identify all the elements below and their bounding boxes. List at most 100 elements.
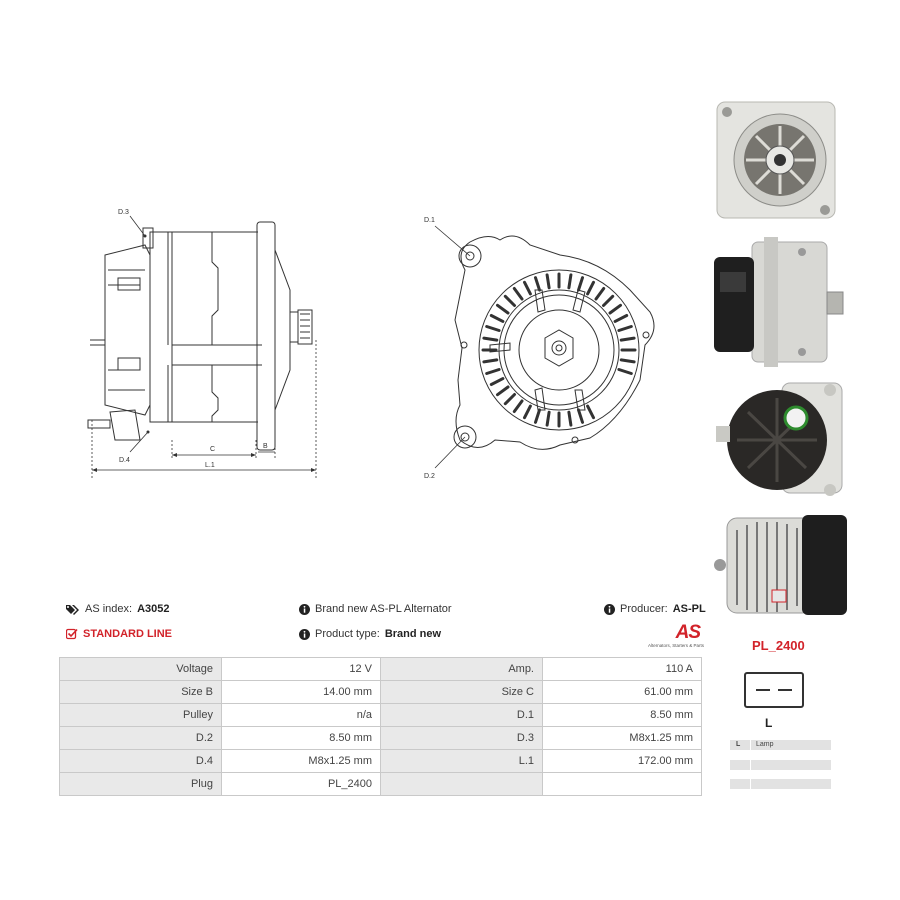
vent-slot [523, 404, 532, 420]
description-text: Brand new AS-PL Alternator [315, 603, 452, 615]
spec-value: 8.50 mm [542, 703, 702, 727]
product-type-value: Brand new [384, 628, 442, 640]
plug-title: PL_2400 [752, 638, 805, 653]
plug-pin-row [730, 760, 831, 770]
label-d4: D.4 [119, 457, 130, 464]
front-view-drawing: D.1 D.2 [424, 217, 655, 480]
spec-key: D.3 [380, 726, 543, 750]
spec-value: 12 V [221, 657, 381, 681]
side-view-photo [714, 237, 844, 367]
vent-slot [617, 368, 633, 375]
vent-slot [586, 280, 595, 296]
rear-view-photo [716, 382, 843, 496]
info-icon [604, 603, 615, 615]
pin-divider [750, 740, 751, 750]
spec-key: Amp. [380, 657, 543, 681]
plug-pin-icon [756, 689, 770, 691]
as-index-value: A3052 [137, 603, 170, 615]
checkbox-icon [66, 628, 78, 640]
label-d2: D.2 [424, 473, 435, 480]
vent-slot [523, 280, 532, 296]
product-type-label: Product type: [315, 628, 380, 640]
vent-slot [496, 303, 510, 315]
vent-slot [503, 294, 516, 307]
vent-slot [617, 325, 633, 332]
spec-key [380, 772, 543, 796]
plug-terminal-label: L [765, 716, 773, 730]
side-view-drawing: D.3 D.4 C B L.1 [87, 209, 317, 478]
info-icon [299, 603, 310, 615]
tags-icon [66, 604, 79, 615]
angled-view-photo [714, 515, 847, 615]
info-icon [299, 628, 310, 640]
vent-slot [567, 273, 573, 290]
vent-slot [567, 410, 573, 427]
vent-slot [496, 385, 510, 397]
producer: Producer: AS-PL [604, 603, 706, 615]
spec-key: Pulley [59, 703, 222, 727]
spec-key: Size C [380, 680, 543, 704]
spec-value: PL_2400 [221, 772, 381, 796]
logo-mark: AS [675, 622, 701, 643]
vent-slot [485, 325, 501, 332]
product-type: Product type: Brand new [299, 628, 441, 640]
spec-key: Size B [59, 680, 222, 704]
vent-slot [619, 358, 636, 364]
vent-slot [608, 303, 622, 315]
standard-line-label: STANDARD LINE [83, 628, 173, 640]
vent-slot [577, 408, 584, 424]
label-b: B [263, 443, 268, 450]
spec-value: n/a [221, 703, 381, 727]
vent-slot [545, 273, 551, 290]
label-d1: D.1 [424, 217, 435, 224]
spec-key: Plug [59, 772, 222, 796]
vent-slot [613, 314, 629, 323]
pin-divider [750, 760, 751, 770]
vent-slot [489, 314, 505, 323]
pin-name: Lamp [756, 741, 774, 748]
vent-slot [577, 276, 584, 292]
label-c: C [210, 446, 215, 453]
vent-slot [503, 393, 516, 406]
vent-slot [512, 287, 524, 301]
plug-pin-icon [778, 689, 792, 691]
spec-value: M8x1.25 mm [542, 726, 702, 750]
label-d3: D.3 [118, 209, 129, 216]
vent-slot [485, 368, 501, 375]
vent-slot [545, 410, 551, 427]
as-index-label: AS index: [85, 603, 133, 615]
vent-slot [586, 404, 595, 420]
vent-slot [534, 408, 541, 424]
vent-slot [482, 358, 499, 364]
spec-value: 8.50 mm [221, 726, 381, 750]
producer-label: Producer: [620, 603, 668, 615]
pin-divider [750, 779, 751, 789]
logo-tagline: Alternators, Starters & Parts [647, 643, 704, 648]
vent-slot [482, 336, 499, 342]
vent-slot [594, 287, 606, 301]
spec-key: D.2 [59, 726, 222, 750]
spec-value: 172.00 mm [542, 749, 702, 773]
producer-value: AS-PL [672, 603, 706, 615]
spec-value: 110 A [542, 657, 702, 681]
vent-slot [489, 377, 505, 386]
vent-slot [512, 399, 524, 413]
vent-slots [481, 272, 637, 428]
description: Brand new AS-PL Alternator [299, 603, 452, 615]
spec-value: 14.00 mm [221, 680, 381, 704]
spec-key: D.1 [380, 703, 543, 727]
as-index: AS index: A3052 [66, 603, 170, 615]
spec-key: Voltage [59, 657, 222, 681]
standard-line: STANDARD LINE [66, 628, 172, 640]
pin-code: L [736, 741, 741, 748]
spec-key: D.4 [59, 749, 222, 773]
front-view-photo [716, 101, 836, 219]
spec-value: M8x1.25 mm [221, 749, 381, 773]
vent-slot [534, 276, 541, 292]
